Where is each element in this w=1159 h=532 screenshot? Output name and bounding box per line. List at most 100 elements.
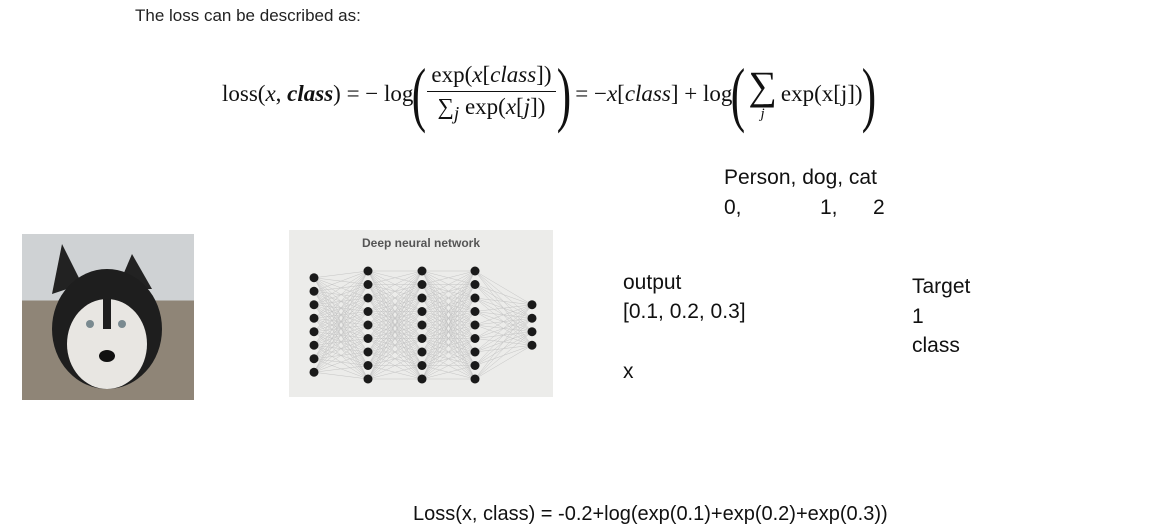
connection	[421, 324, 476, 380]
connection	[474, 331, 533, 380]
connection	[421, 270, 476, 326]
neuron	[470, 307, 480, 316]
connection	[367, 270, 423, 326]
connection	[421, 270, 476, 353]
connection	[313, 365, 369, 373]
class-index-0: 0,	[724, 196, 742, 219]
dnn-title: Deep neural network	[361, 236, 481, 250]
connection	[421, 270, 476, 312]
connection	[313, 351, 369, 373]
connection	[421, 297, 476, 380]
connection	[474, 304, 533, 326]
neuron	[417, 374, 427, 384]
connection	[367, 284, 423, 380]
neuron	[309, 286, 319, 296]
neuron	[470, 280, 480, 289]
connection	[313, 372, 369, 380]
connection	[367, 338, 423, 380]
output-value: [0.1, 0.2, 0.3]	[623, 300, 746, 323]
connection	[367, 270, 423, 380]
neuron	[470, 374, 480, 384]
connection	[421, 270, 476, 299]
connection	[313, 270, 369, 278]
sum-term: exp(x[j])	[780, 81, 863, 106]
neuron	[363, 320, 373, 330]
neuron	[417, 266, 427, 276]
intro-text: The loss can be described as:	[135, 6, 361, 25]
class-index-1: 1,	[820, 196, 838, 219]
target-var: class	[912, 334, 960, 357]
neuron	[417, 280, 427, 289]
neuron	[363, 266, 373, 276]
connection	[313, 270, 369, 359]
connection	[474, 318, 533, 380]
connection	[474, 304, 533, 380]
connection	[313, 324, 369, 373]
connection	[367, 365, 423, 380]
connection	[313, 311, 369, 373]
connection	[421, 270, 476, 285]
connection	[421, 311, 476, 380]
connection	[474, 304, 533, 353]
connection	[313, 270, 369, 346]
connection	[421, 270, 476, 339]
connection	[313, 284, 369, 373]
connection	[313, 270, 369, 332]
neuron	[309, 273, 319, 283]
target-label: Target	[912, 275, 971, 298]
connection	[474, 304, 533, 366]
neuron	[417, 361, 427, 370]
connection	[421, 365, 476, 380]
neuron	[527, 327, 537, 337]
neuron	[417, 320, 427, 330]
neuron	[470, 320, 480, 330]
connection	[474, 284, 533, 305]
connection	[313, 270, 369, 373]
neuron	[470, 361, 480, 370]
neuron	[417, 334, 427, 343]
connection	[421, 270, 476, 366]
connection	[367, 270, 423, 366]
neuron	[470, 347, 480, 357]
loss-formula: loss(x, class) = − log ( exp(x[class])∑j…	[222, 54, 876, 134]
connection	[313, 270, 369, 292]
neuron	[309, 340, 319, 350]
neuron	[309, 313, 319, 323]
neuron	[470, 266, 480, 276]
output-label: output	[623, 271, 682, 294]
connection	[367, 270, 423, 285]
network-diagram	[309, 266, 537, 384]
neuron	[363, 361, 373, 370]
connection	[367, 311, 423, 380]
connection	[421, 338, 476, 380]
neuron	[309, 367, 319, 377]
sum-subscript: j	[760, 105, 765, 122]
class-index-2: 2	[873, 196, 885, 219]
husky-dog-image	[22, 234, 194, 400]
connection	[367, 297, 423, 380]
connection	[313, 270, 369, 319]
connection	[421, 351, 476, 380]
neuron	[417, 307, 427, 316]
connection	[367, 270, 423, 299]
deep-neural-network-image: Deep neural network	[289, 230, 553, 397]
neuron	[470, 293, 480, 303]
neuron	[417, 293, 427, 303]
connection	[474, 297, 533, 305]
connection	[474, 304, 533, 312]
neuron	[363, 347, 373, 357]
neuron	[363, 293, 373, 303]
neuron	[527, 313, 537, 323]
connection	[367, 351, 423, 380]
neuron	[363, 374, 373, 384]
connection	[313, 270, 369, 305]
connection	[367, 270, 423, 339]
connection	[474, 270, 533, 305]
connection	[367, 270, 423, 353]
connection	[474, 304, 533, 339]
loss-calculation: Loss(x, class) = -0.2+log(exp(0.1)+exp(0…	[413, 503, 888, 525]
neuron	[309, 300, 319, 310]
connection	[367, 270, 423, 312]
neuron	[363, 307, 373, 316]
neuron	[527, 340, 537, 350]
